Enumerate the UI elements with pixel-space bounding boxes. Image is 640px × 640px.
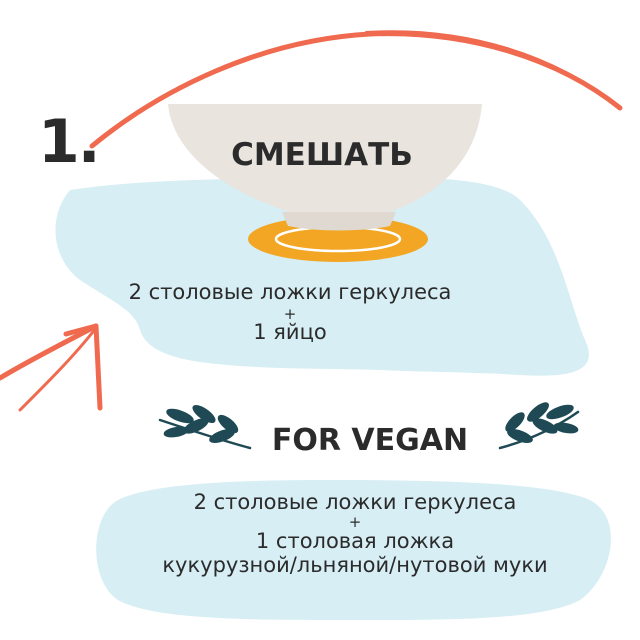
plus-sign: + <box>283 305 297 323</box>
leaf-branch-icon <box>158 404 252 450</box>
vegan-ingredient-oats: 2 столовые ложки геркулеса <box>193 490 517 514</box>
ingredient-oats: 2 столовые ложки геркулеса <box>128 280 452 304</box>
vegan-heading: FOR VEGAN <box>271 423 469 458</box>
plus-sign: + <box>348 513 362 531</box>
curved-arrow-icon <box>0 30 623 412</box>
leaf-branch-icon <box>498 402 580 450</box>
step-title: СМЕШАТЬ <box>231 137 413 173</box>
vegan-ingredients: 2 столовые ложки геркулеса + 1 столовая … <box>100 492 610 576</box>
bowl-icon <box>168 104 482 231</box>
ingredient-egg: 1 яйцо <box>253 320 327 344</box>
step-number: 1. <box>38 107 101 177</box>
vegan-ingredient-flour-type: кукурузной/льняной/нутовой муки <box>162 553 548 577</box>
vegan-blob <box>96 480 611 621</box>
vegan-ingredient-flour-amount: 1 столовая ложка <box>255 529 455 553</box>
ingredients-blob <box>55 177 589 376</box>
main-ingredients: 2 столовые ложки геркулеса + 1 яйцо <box>80 282 500 343</box>
